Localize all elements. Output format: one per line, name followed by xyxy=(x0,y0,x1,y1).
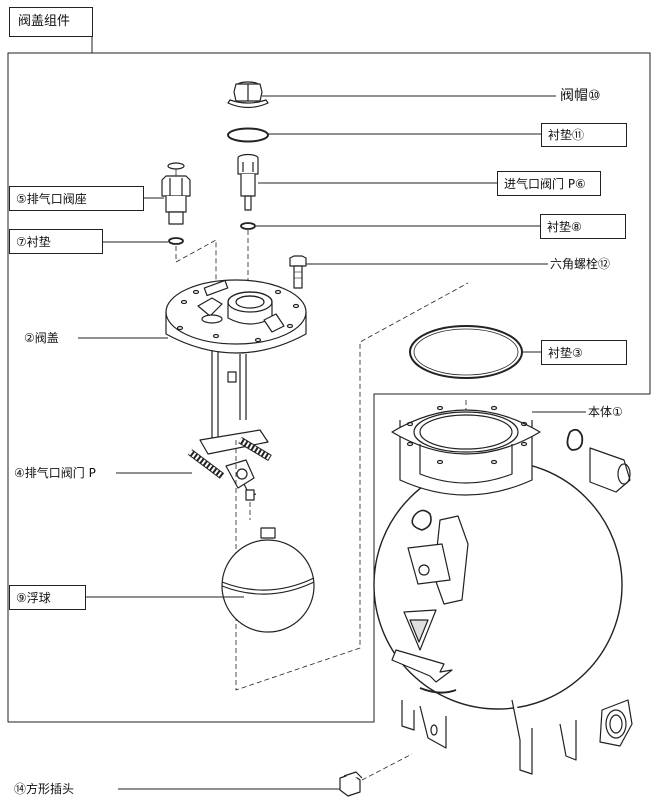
gasket-3-ring xyxy=(409,325,523,379)
assembly-title: 阀盖组件 xyxy=(9,7,93,37)
label-valve-cover: ②阀盖 xyxy=(24,331,59,345)
alignment-line-plug xyxy=(361,753,413,781)
label-gasket-11: 衬垫⑪ xyxy=(541,123,627,147)
label-valve-cap: 阀帽⑩ xyxy=(560,88,601,104)
label-intake-valve: 进气口阀门 P⑥ xyxy=(497,171,601,196)
hex-bolt-part xyxy=(289,255,307,289)
label-hex-bolt: 六角螺栓⑫ xyxy=(550,257,611,271)
gasket-11-ring xyxy=(227,127,269,143)
alignment-line-seat xyxy=(175,239,217,282)
label-gasket-3: 衬垫③ xyxy=(541,340,627,365)
gasket-8-ring xyxy=(240,222,256,230)
valve-cap-part xyxy=(227,81,269,109)
alignment-line-float xyxy=(235,282,469,691)
label-gasket-7: ⑦衬垫 xyxy=(9,229,103,254)
float-ball-part xyxy=(221,527,315,633)
label-float: ⑨浮球 xyxy=(9,585,86,610)
pump-body-part xyxy=(373,405,633,775)
assembly-frame xyxy=(7,37,651,723)
label-exhaust-seat: ⑤排气口阀座 xyxy=(9,186,144,211)
label-body: 本体① xyxy=(588,405,623,419)
exhaust-seat-part xyxy=(161,162,191,225)
label-exhaust-valve: ④排气口阀门 P xyxy=(14,466,96,480)
square-plug-part xyxy=(339,771,363,797)
exhaust-valve-linkage xyxy=(187,350,272,501)
valve-cover-part xyxy=(165,279,307,354)
intake-valve-part xyxy=(237,153,259,211)
label-square-plug: ⑭方形插头 xyxy=(14,782,75,796)
label-gasket-8: 衬垫⑧ xyxy=(540,214,626,239)
gasket-7-ring xyxy=(168,237,184,245)
